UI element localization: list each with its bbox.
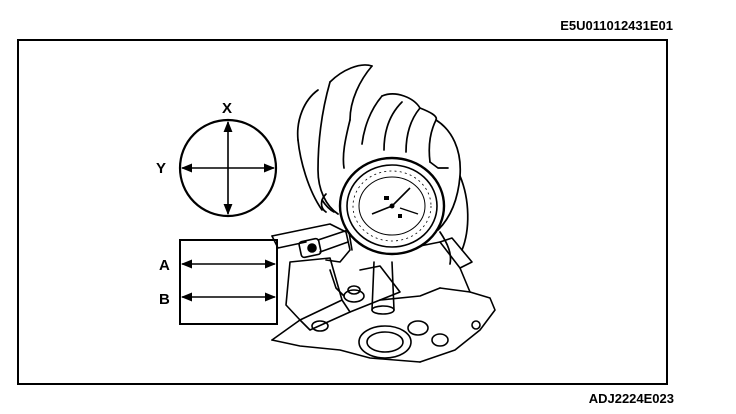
label-y: Y bbox=[156, 160, 166, 177]
label-a: A bbox=[159, 257, 170, 274]
cylinder-head-illustration bbox=[271, 223, 496, 363]
label-b: B bbox=[159, 291, 170, 308]
dial-gauge bbox=[338, 156, 446, 256]
xy-circle-diagram: X Y bbox=[156, 100, 278, 218]
figure-frame bbox=[17, 39, 668, 385]
figure-code-bottom: ADJ2224E023 bbox=[588, 391, 674, 406]
figure-code-top: E5U011012431E01 bbox=[560, 18, 673, 33]
hand-illustration bbox=[296, 64, 469, 265]
ab-bore-diagram: A B bbox=[159, 239, 278, 325]
label-x: X bbox=[222, 100, 232, 117]
